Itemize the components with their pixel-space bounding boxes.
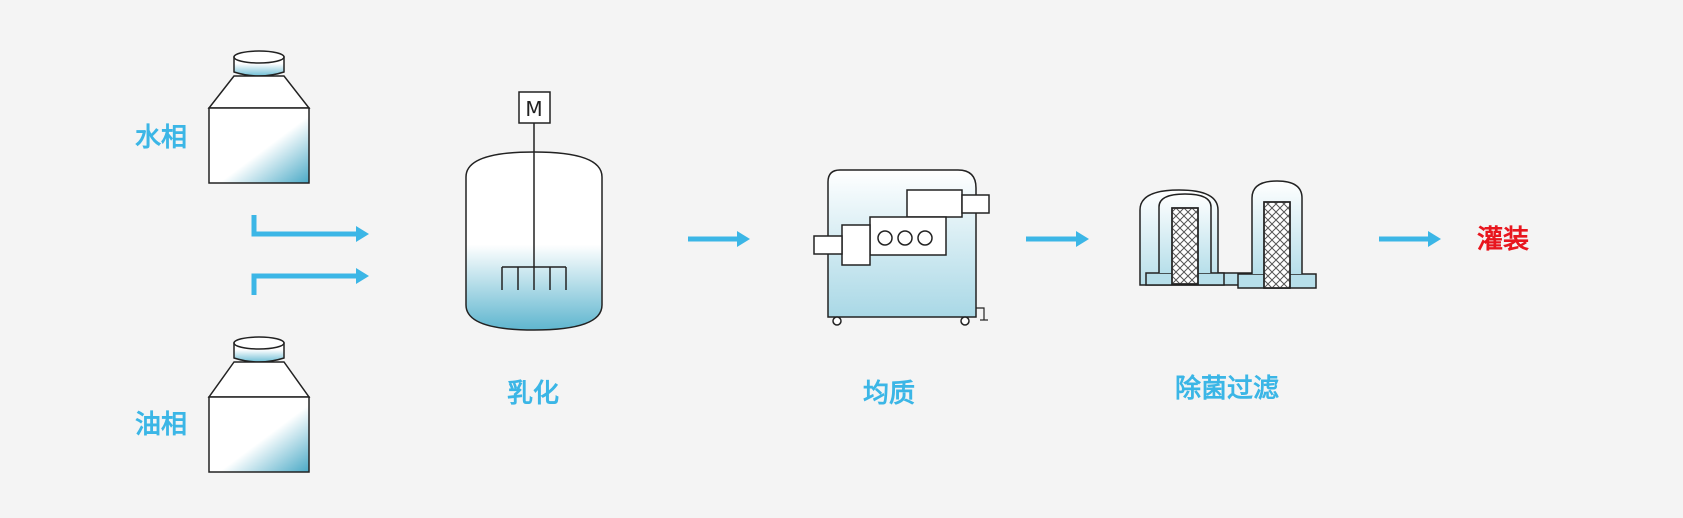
filter-housing-icon (1237, 180, 1317, 289)
oil-phase-label: 油相 (135, 410, 188, 440)
sterile-filter-label: 除菌过滤 (1175, 374, 1280, 404)
arrow-right-icon (1379, 231, 1441, 247)
feed-arrow-water (251, 215, 369, 242)
feed-arrow-oil (251, 268, 369, 295)
water-bottle-icon (207, 50, 311, 184)
arrow-right-icon (688, 231, 750, 247)
arrow-right-icon (1026, 231, 1089, 247)
emulsifier-tank-icon (465, 91, 603, 331)
filter-housing-icon (1139, 189, 1258, 286)
filling-label: 灌装 (1477, 225, 1530, 255)
emulsify-label: 乳化 (507, 379, 560, 409)
homogenize-label: 均质 (863, 379, 916, 409)
water-phase-label: 水相 (135, 123, 188, 153)
oil-bottle-icon (207, 336, 311, 473)
homogenizer-icon (813, 169, 990, 326)
motor-label: M (525, 97, 542, 121)
